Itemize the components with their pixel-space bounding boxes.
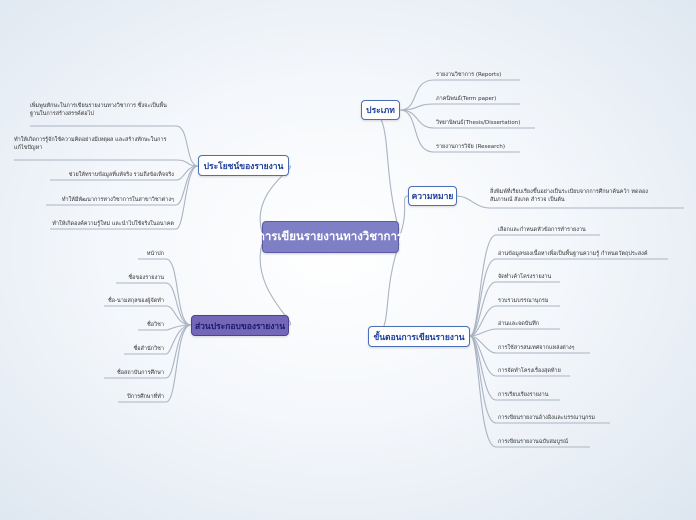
meaning-item[interactable]: สิ่งพิมพ์ที่เรียบเรียงขึ้นอย่างเป็นระเบี… (490, 189, 648, 203)
steps-item[interactable]: อ่านและจดบันทึก (498, 321, 540, 327)
steps-item[interactable]: จัดทำเค้าโครงรายงาน (498, 274, 552, 280)
steps-item[interactable]: การเรียบเรียงรายงาน (498, 392, 549, 398)
central-topic[interactable]: การเขียนรายงานทางวิชาการ (258, 221, 403, 253)
steps-item[interactable]: อ่านข้อมูลของเนื้อหาเพื่อเป็นพื้นฐานความ… (498, 251, 648, 257)
steps-item[interactable]: รวบรวมบรรณานุกรม (498, 298, 549, 304)
types-item[interactable]: วิทยานิพนธ์(Thesis/Dissertation) (436, 120, 521, 126)
benefits-item[interactable]: ทำให้เกิดองค์ความรู้ใหม่ และนำไปใช้จริงใ… (52, 221, 174, 227)
benefits-item[interactable]: ช่วยให้ทราบข้อมูลที่แท้จริง รวมถึงข้อเท็… (68, 172, 174, 178)
types-item[interactable]: ภาคนิพนธ์(Term paper) (436, 96, 497, 102)
topic-types[interactable]: ประเภท (361, 100, 400, 120)
steps-item[interactable]: การใช้สารสนเทศจากแหล่งต่างๆ (498, 345, 575, 351)
topic-benefits[interactable]: ประโยชน์ของรายงาน (198, 155, 289, 176)
types-item[interactable]: รายงานการวิจัย (Research) (436, 144, 505, 150)
types-item[interactable]: รายงานวิชาการ (Reports) (436, 72, 502, 78)
components-item[interactable]: ชื่อวิชา (147, 322, 164, 328)
components-item[interactable]: ปีการศึกษาที่ทำ (127, 394, 164, 400)
steps-item[interactable]: การเขียนรายงานฉบับสมบูรณ์ (498, 439, 569, 445)
steps-item[interactable]: การจัดทำโครงเรื่องสุดท้าย (498, 368, 561, 374)
steps-item[interactable]: การเขียนรายงานอ้างอิงและบรรณานุกรม (498, 415, 595, 421)
benefits-item[interactable]: ทำให้เกิดการรู้จักใช้ความคิดอย่างมีเหตุผ… (14, 137, 167, 151)
components-item[interactable]: ชื่อของรายงาน (128, 275, 164, 281)
components-item[interactable]: ชื่อสถาบันการศึกษา (117, 370, 164, 376)
benefits-item[interactable]: เพิ่มพูนทักษะในการเขียนรายงานทางวิชาการ … (30, 103, 167, 117)
components-item[interactable]: ชื่อสำนักวิชา (133, 346, 164, 352)
steps-item[interactable]: เลือกและกำหนดหัวข้อการทำรายงาน (498, 227, 586, 233)
components-item[interactable]: ชื่อ-นามสกุลของผู้จัดทำ (107, 298, 164, 304)
components-item[interactable]: หน้าปก (146, 251, 164, 257)
topic-meaning[interactable]: ความหมาย (408, 186, 457, 206)
topic-steps[interactable]: ขั้นตอนการเขียนรายงาน (368, 326, 470, 347)
benefits-item[interactable]: ทำให้มีพัฒนาการทางวิชาการในสาขาวิชาต่างๆ (61, 197, 174, 203)
topic-components[interactable]: ส่วนประกอบของรายงาน (191, 315, 289, 336)
